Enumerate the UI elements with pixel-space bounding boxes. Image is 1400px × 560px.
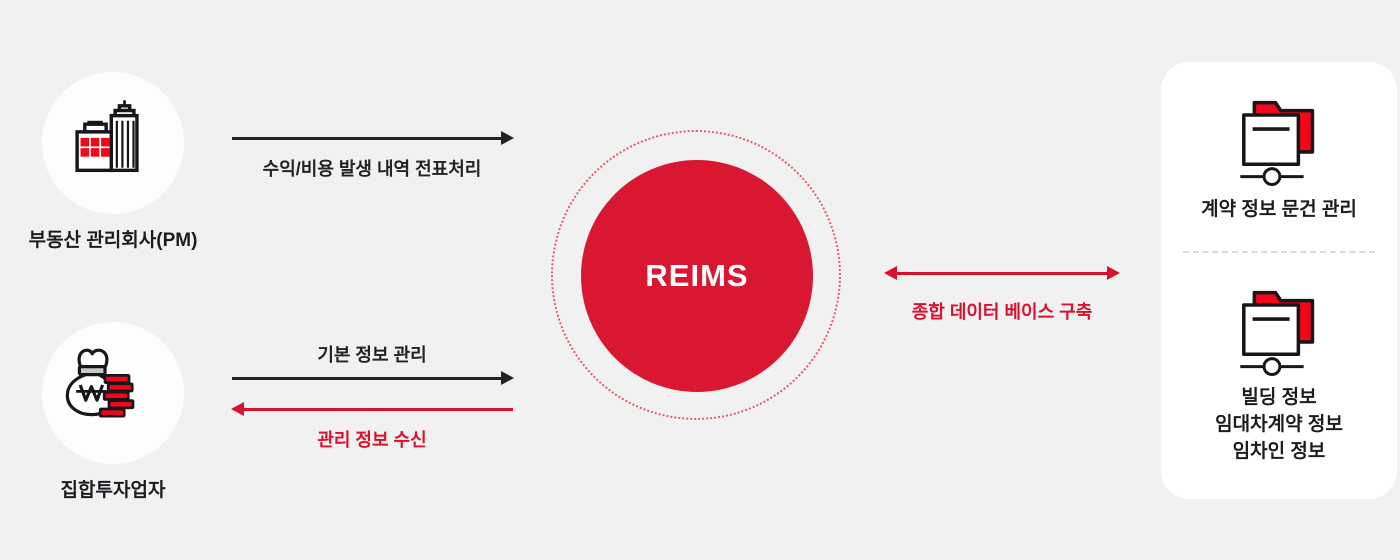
database-card: 계약 정보 문건 관리 빌딩 정보 임대차계약 정보 임차인 정보 <box>1161 62 1397 499</box>
flow-2-arrow <box>232 371 514 385</box>
flow-1-arrow <box>232 131 514 145</box>
pm-circle <box>42 72 184 214</box>
flow-2-label: 기본 정보 관리 <box>317 345 427 365</box>
reims-label: REIMS <box>645 258 749 293</box>
buildings-icon <box>75 100 139 173</box>
card-item-2-line-1: 빌딩 정보 <box>1241 387 1317 408</box>
card-divider <box>1183 251 1375 253</box>
money-bag-icon <box>65 348 135 418</box>
reims-dotted-ring <box>551 130 841 420</box>
flow-3-arrow <box>231 402 513 416</box>
flow-4-arrow <box>884 266 1120 280</box>
investor-label: 집합투자업자 <box>60 480 166 501</box>
card-item-2-label: 빌딩 정보 임대차계약 정보 임차인 정보 <box>1161 384 1397 465</box>
flow-4-label: 종합 데이터 베이스 구축 <box>911 302 1093 322</box>
card-item-1-label: 계약 정보 문건 관리 <box>1201 199 1357 220</box>
card-item-2-line-2: 임대차계약 정보 <box>1215 414 1343 435</box>
pm-label: 부동산 관리회사(PM) <box>28 230 198 251</box>
flow-3-label: 관리 정보 수신 <box>317 430 427 450</box>
flow-1-label: 수익/비용 발생 내역 전표처리 <box>262 159 482 179</box>
reims-core-circle: REIMS <box>581 160 813 392</box>
investor-circle <box>42 322 184 464</box>
folder-network-icon <box>1240 100 1315 186</box>
card-item-2-line-3: 임차인 정보 <box>1232 441 1326 462</box>
folder-network-icon <box>1240 290 1315 376</box>
